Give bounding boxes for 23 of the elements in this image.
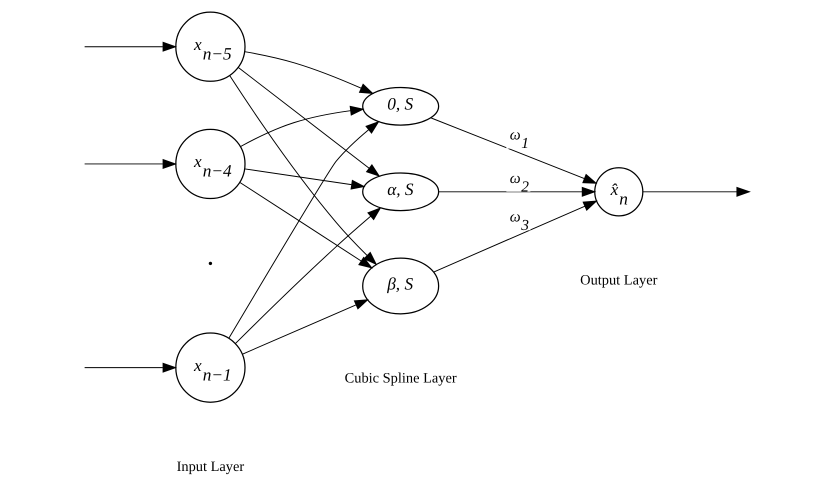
arrow <box>84 42 178 52</box>
arrow <box>430 118 598 184</box>
label: Cubic Spline Layer <box>344 370 457 387</box>
arrow <box>229 75 378 266</box>
arrow <box>240 182 373 269</box>
arrow <box>228 120 380 339</box>
label: · <box>206 248 216 280</box>
node-ellipse: α, S <box>362 172 440 212</box>
arrow <box>238 67 380 177</box>
arrow <box>642 186 751 197</box>
arrow <box>234 207 382 344</box>
arrow <box>244 51 374 94</box>
arrow <box>438 186 596 197</box>
label: Input Layer <box>176 458 244 475</box>
arrow <box>434 200 598 272</box>
node-ellipse: 0, S <box>362 86 440 126</box>
arrow <box>242 299 369 355</box>
node-ellipse: β, S <box>362 257 440 314</box>
label: Output Layer <box>580 272 658 289</box>
arrow <box>244 168 366 190</box>
arrow <box>84 362 178 373</box>
arrow <box>240 106 365 147</box>
arrow <box>84 158 178 169</box>
